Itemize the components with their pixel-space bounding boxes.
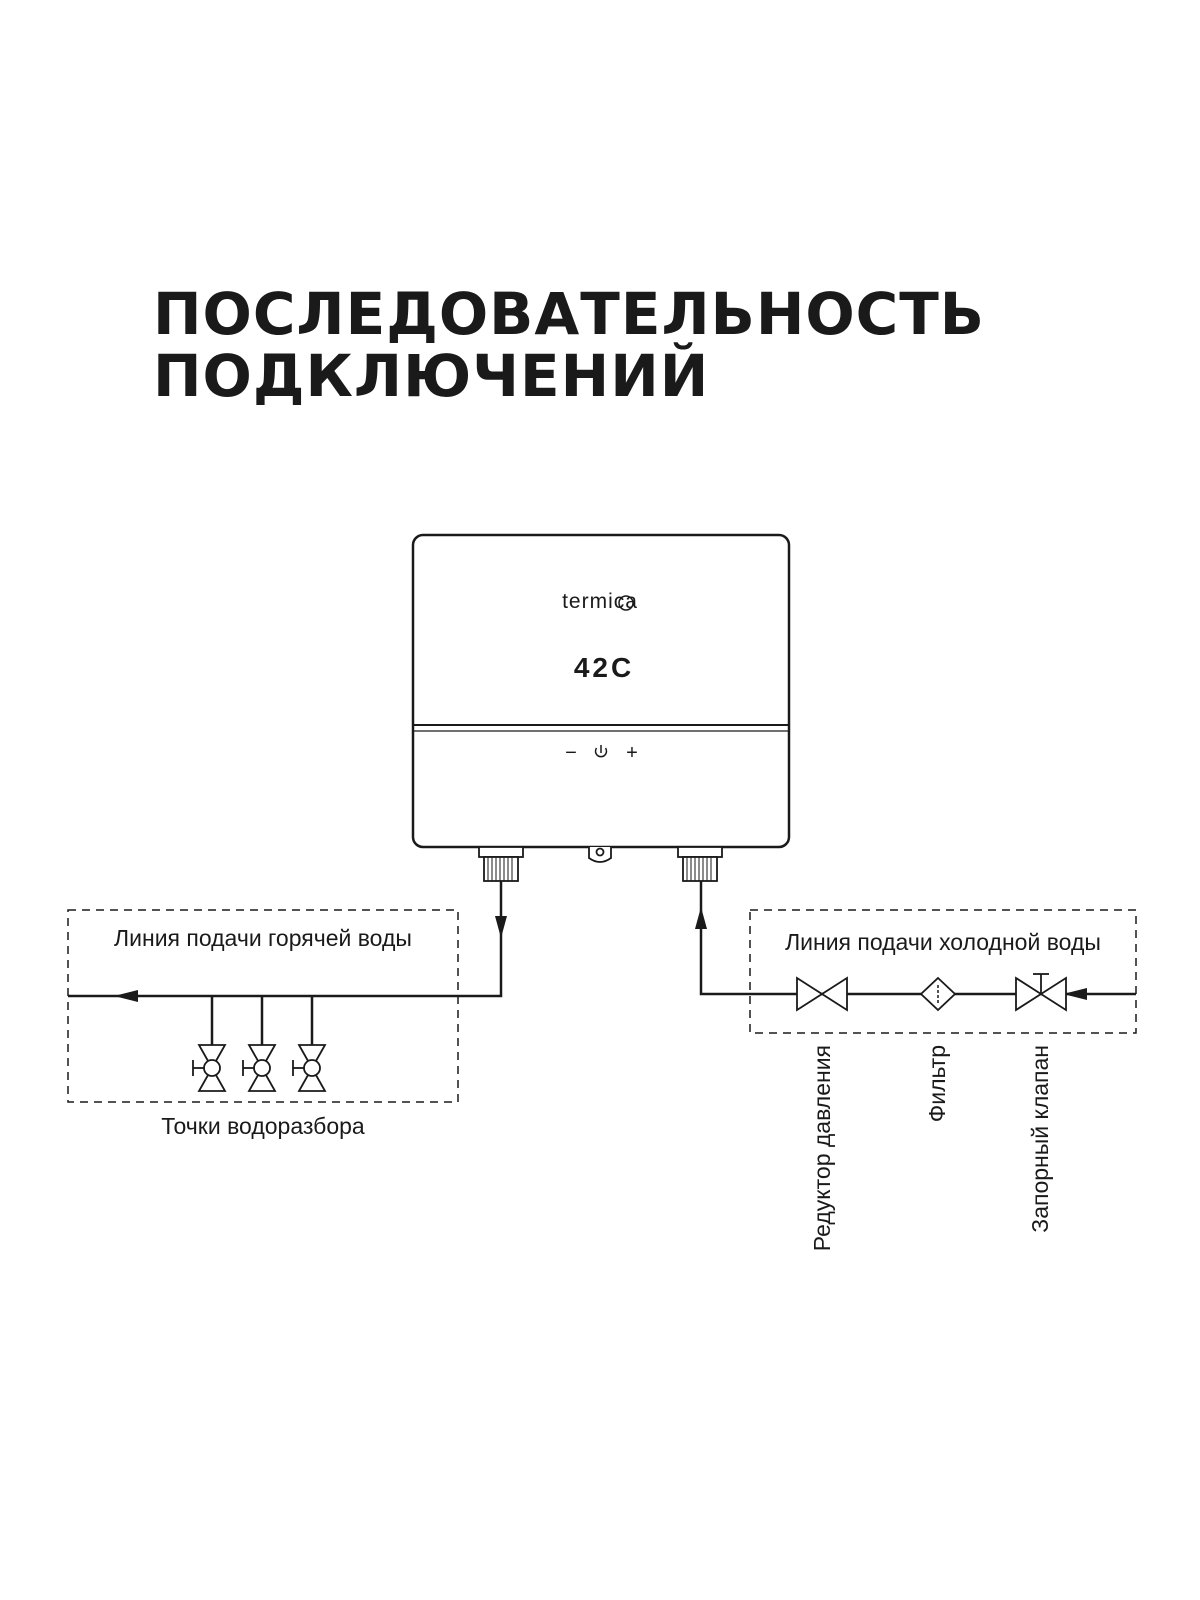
- filter-label: Фильтр: [924, 1045, 950, 1122]
- brand-logo: termica: [562, 590, 638, 613]
- cold-flow-arrow-left: [1063, 988, 1087, 1000]
- page-title: ПОСЛЕДОВАТЕЛЬНОСТЬ ПОДКЛЮЧЕНИЙ: [153, 283, 985, 407]
- cold-line-dashed-box: [749, 909, 1137, 1034]
- hot-flow-arrow-left: [114, 990, 138, 1002]
- page-title-line-2: ПОДКЛЮЧЕНИЙ: [153, 342, 710, 410]
- power-icon: [594, 747, 608, 758]
- page-title-line-1: ПОСЛЕДОВАТЕЛЬНОСТЬ: [153, 280, 986, 348]
- cold-line-label: Линия подачи холодной воды: [785, 929, 1101, 955]
- hot-outlet-fitting: [478, 846, 524, 882]
- pressure-reducer-label: Редуктор давления: [809, 1045, 835, 1251]
- tap-valve-3: [292, 1044, 327, 1092]
- logo-circle-icon: [618, 595, 634, 611]
- filter-icon: [919, 976, 957, 1012]
- power-button[interactable]: [594, 745, 608, 758]
- heater-body: [411, 533, 791, 849]
- pressure-reducer-icon: [796, 976, 848, 1012]
- mounting-tab: [588, 847, 612, 863]
- plus-button[interactable]: +: [626, 742, 638, 764]
- cold-inlet-fitting: [677, 846, 723, 882]
- hot-pipe: [68, 881, 503, 1045]
- hot-flow-arrow-down: [495, 916, 507, 938]
- tap-valve-1: [192, 1044, 227, 1092]
- temperature-display: 42C: [574, 652, 634, 683]
- shutoff-valve-icon: [1015, 973, 1067, 1012]
- cold-flow-arrow-up: [695, 907, 707, 929]
- hot-line-dashed-box: [67, 909, 459, 1103]
- hot-line-label: Линия подачи горячей воды: [114, 925, 412, 951]
- tap-valve-2: [242, 1044, 277, 1092]
- taps-label: Точки водоразбора: [161, 1113, 365, 1139]
- shutoff-valve-label: Запорный клапан: [1027, 1045, 1053, 1233]
- minus-button[interactable]: −: [565, 742, 577, 764]
- water-heater: [411, 533, 791, 849]
